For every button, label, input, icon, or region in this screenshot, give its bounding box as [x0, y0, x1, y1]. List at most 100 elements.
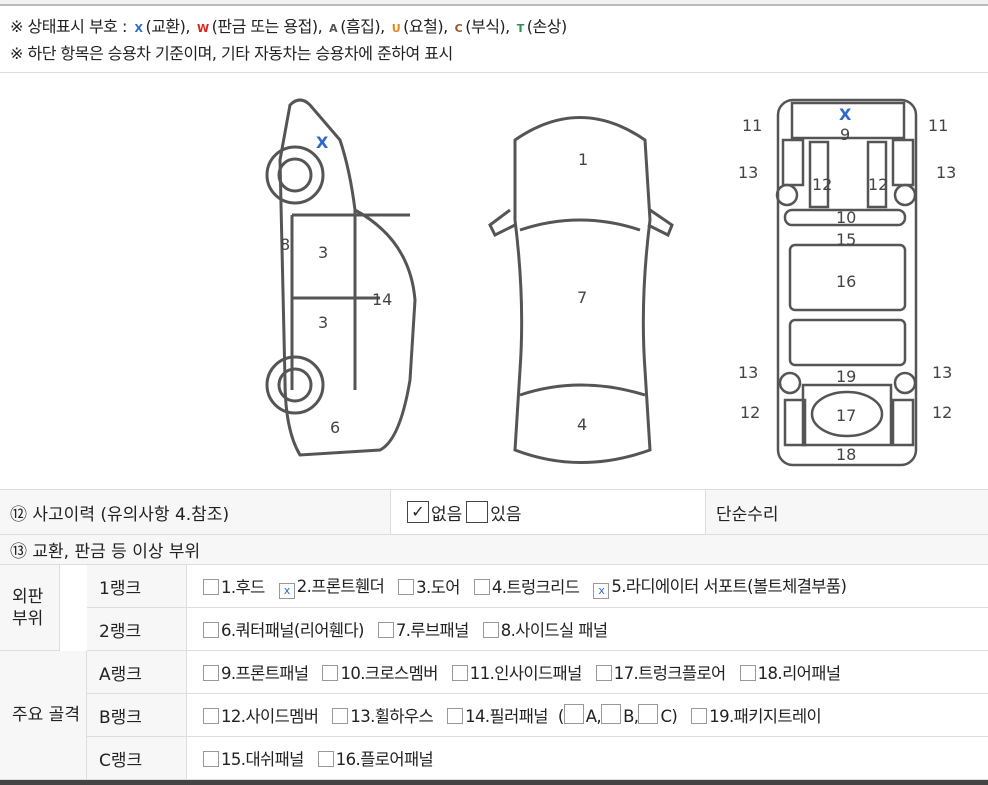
label: 16	[836, 272, 856, 291]
part-checkbox[interactable]	[691, 708, 708, 724]
rank-label: C랭크	[87, 737, 187, 780]
replaced-mark: X	[316, 133, 329, 152]
legend-symbol-label: (판금 또는 용접),	[211, 17, 323, 36]
part-item[interactable]: 11.인사이드패널	[451, 660, 583, 684]
part-checkbox[interactable]	[203, 579, 219, 595]
part-checkbox[interactable]	[203, 665, 219, 681]
part-item[interactable]: 10.크로스멤버	[322, 660, 438, 684]
label: 12	[812, 175, 832, 194]
rank-label: 1랭크	[87, 565, 187, 608]
rank-items: 9.프론트패널 10.크로스멤버 11.인사이드패널 17.트렁크플로어 18.리어패널	[187, 651, 988, 694]
part-checkbox[interactable]	[473, 579, 490, 595]
part-item[interactable]: 15.대쉬패널	[203, 746, 304, 770]
legend-symbol-w: W	[196, 22, 209, 35]
part-checkbox[interactable]	[447, 708, 464, 724]
accident-yes-checkbox[interactable]	[466, 501, 489, 523]
legend-line-1: ※ 상태표시 부호 : X(교환),W(판금 또는 용접),A(흠집),U(요철…	[10, 14, 988, 41]
accident-yes-label: 있음	[490, 504, 522, 525]
group-frame: 주요 골격	[0, 651, 87, 780]
label: 6	[330, 418, 340, 437]
pillar-c-checkbox[interactable]	[638, 704, 659, 724]
legend-symbol-x: X	[134, 22, 143, 35]
group-exterior: 외판 부위	[0, 565, 60, 651]
part-item[interactable]: 13.휠하우스	[332, 703, 434, 727]
part-label: 14.필러패널	[465, 707, 548, 726]
part-checkbox[interactable]	[377, 622, 394, 638]
label: 12	[932, 403, 952, 422]
part-checkbox[interactable]: x	[278, 583, 295, 599]
part-item[interactable]: 19.패키지트레이	[691, 703, 822, 727]
label: 3	[318, 243, 328, 262]
part-label: 18.리어패널	[757, 664, 841, 683]
part-item[interactable]: 17.트렁크플로어	[595, 660, 727, 684]
part-item[interactable]: 18.리어패널	[739, 660, 841, 684]
top-bar	[0, 0, 988, 6]
legend: ※ 상태표시 부호 : X(교환),W(판금 또는 용접),A(흠집),U(요철…	[0, 6, 988, 73]
part-item[interactable]: 7.루브패널	[377, 617, 469, 641]
label: 10	[836, 208, 856, 227]
part-label: 11.인사이드패널	[469, 664, 583, 683]
part-label: 16.플로어패널	[335, 750, 434, 769]
part-item[interactable]: 4.트렁크리드	[473, 574, 580, 598]
part-checkbox[interactable]: x	[593, 583, 610, 599]
label: 13	[738, 163, 758, 182]
part-checkbox[interactable]	[203, 708, 219, 724]
part-checkbox[interactable]	[595, 665, 612, 681]
legend-symbol-label: (손상)	[526, 17, 567, 36]
pillar-close-label: )	[671, 707, 678, 726]
part-item[interactable]: 8.사이드실 패널	[482, 617, 608, 641]
label: 19	[836, 367, 856, 386]
pillar-a-checkbox[interactable]	[563, 704, 584, 724]
legend-symbol-label: (교환),	[145, 17, 190, 36]
part-checkbox[interactable]	[398, 579, 415, 595]
part-checkbox[interactable]	[739, 665, 756, 681]
part-checkbox[interactable]	[451, 665, 468, 681]
part-label: 17.트렁크플로어	[613, 664, 727, 683]
car-diagram: 8 3 3 14 6 X 1 7 4 11 11 9 13 13 12 12 1…	[0, 73, 988, 490]
part-label: 8.사이드실 패널	[500, 621, 608, 640]
label: 4	[577, 415, 587, 434]
label: 14	[372, 290, 392, 309]
rank-items: 15.대쉬패널 16.플로어패널	[187, 737, 988, 780]
replaced-mark: X	[839, 105, 852, 124]
part-item[interactable]: 6.쿼터패널(리어휀다)	[203, 617, 364, 641]
part-item[interactable]: 14.필러패널(A,B,C)	[447, 703, 678, 727]
part-label: 3.도어	[416, 578, 460, 597]
part-label: 12.사이드멤버	[221, 707, 319, 726]
part-item[interactable]: 12.사이드멤버	[203, 703, 319, 727]
part-label: 10.크로스멤버	[340, 664, 438, 683]
section-13-title: ⑬ 교환, 판금 등 이상 부위	[0, 535, 988, 565]
pillar-c-label: C	[660, 707, 672, 726]
legend-symbol-label: (흠집),	[340, 17, 385, 36]
part-checkbox[interactable]	[203, 622, 219, 638]
label: 11	[928, 116, 948, 135]
part-label: 9.프론트패널	[221, 664, 309, 683]
part-label: 5.라디에이터 서포트(볼트체결부품)	[611, 577, 847, 596]
accident-options: ✓없음 있음	[390, 490, 706, 534]
part-checkbox[interactable]	[203, 751, 219, 767]
label: 11	[742, 116, 762, 135]
part-item[interactable]: 9.프론트패널	[203, 660, 309, 684]
accident-none-checkbox[interactable]: ✓	[407, 501, 429, 523]
part-checkbox[interactable]	[332, 708, 349, 724]
part-label: 15.대쉬패널	[221, 750, 304, 769]
part-label: 6.쿼터패널(리어휀다)	[221, 621, 364, 640]
legend-symbol-t: T	[516, 22, 525, 35]
part-checkbox[interactable]	[482, 622, 499, 638]
part-label: 7.루브패널	[395, 621, 469, 640]
simple-repair-label: 단순수리	[706, 490, 988, 534]
legend-symbol-u: U	[391, 22, 401, 35]
label: 9	[840, 125, 850, 144]
part-checkbox[interactable]	[322, 665, 339, 681]
part-item[interactable]: 3.도어	[398, 574, 460, 598]
part-item[interactable]: 16.플로어패널	[317, 746, 434, 770]
part-item[interactable]: 1.후드	[203, 574, 265, 598]
part-checkbox[interactable]	[317, 751, 334, 767]
label: 15	[836, 230, 856, 249]
part-label: 1.후드	[221, 578, 265, 597]
rank-label: A랭크	[87, 651, 187, 694]
pillar-b-checkbox[interactable]	[601, 704, 622, 724]
